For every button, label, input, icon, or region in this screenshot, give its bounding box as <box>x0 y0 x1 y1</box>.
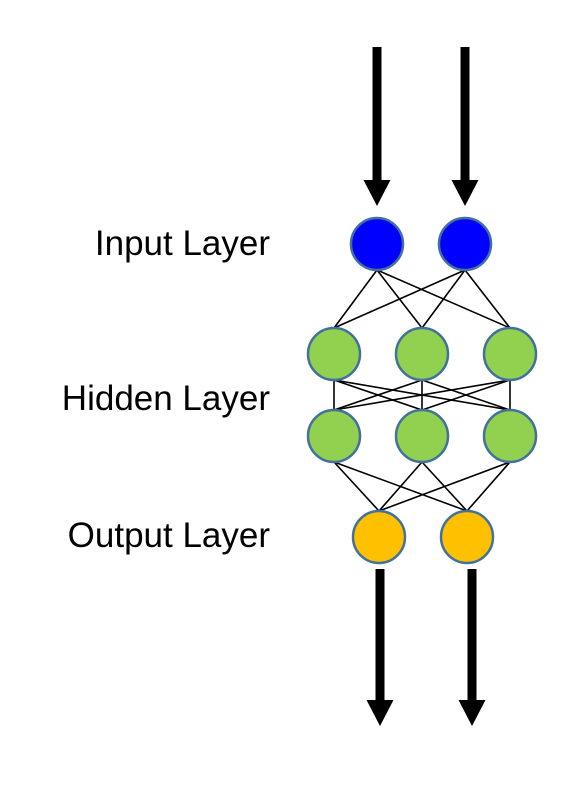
output-arrow-2-head <box>458 700 486 726</box>
input-arrow-1 <box>363 47 391 206</box>
output-arrow-1 <box>366 569 394 726</box>
output-node-2 <box>439 509 495 565</box>
output-layer-label: Output Layer <box>67 516 270 555</box>
hidden-node-b-2 <box>394 408 450 464</box>
edge-input-1-hidden1-1 <box>421 269 466 329</box>
edge-input-0-hidden1-0 <box>333 269 378 329</box>
arrows-group <box>363 47 486 726</box>
edge-hidden2-2-output-0 <box>378 461 511 512</box>
input-layer-label: Input Layer <box>94 224 270 263</box>
hidden-node-a-2 <box>394 326 450 382</box>
edge-input-1-hidden1-2 <box>464 269 511 329</box>
output-arrow-2 <box>458 569 486 726</box>
input-node-1 <box>349 216 405 272</box>
edge-input-1-hidden1-0 <box>333 269 466 329</box>
edge-hidden1-2-hidden2-0 <box>333 379 511 411</box>
output-arrow-1-shaft <box>375 569 385 700</box>
hidden-node-a-3 <box>482 326 538 382</box>
input-arrow-2-head <box>451 180 479 206</box>
edge-hidden1-2-hidden2-1 <box>421 379 511 411</box>
nodes-group <box>306 216 538 565</box>
edge-hidden2-2-output-1 <box>466 461 511 512</box>
hidden-node-b-3 <box>482 408 538 464</box>
input-node-2 <box>437 216 493 272</box>
edge-hidden2-1-output-0 <box>378 461 423 512</box>
input-arrow-1-head <box>363 180 391 206</box>
hidden-layer-label: Hidden Layer <box>61 379 270 418</box>
hidden-node-a-1 <box>306 326 362 382</box>
input-arrow-1-shaft <box>372 47 382 180</box>
output-node-1 <box>351 509 407 565</box>
input-arrow-2-shaft <box>460 47 470 180</box>
hidden-node-b-1 <box>306 408 362 464</box>
input-arrow-2 <box>451 47 479 206</box>
edge-hidden2-0-output-0 <box>333 461 380 512</box>
edge-hidden1-1-hidden2-0 <box>333 379 423 411</box>
output-arrow-1-head <box>366 700 394 726</box>
output-arrow-2-shaft <box>467 569 477 700</box>
edges-group <box>333 269 511 512</box>
